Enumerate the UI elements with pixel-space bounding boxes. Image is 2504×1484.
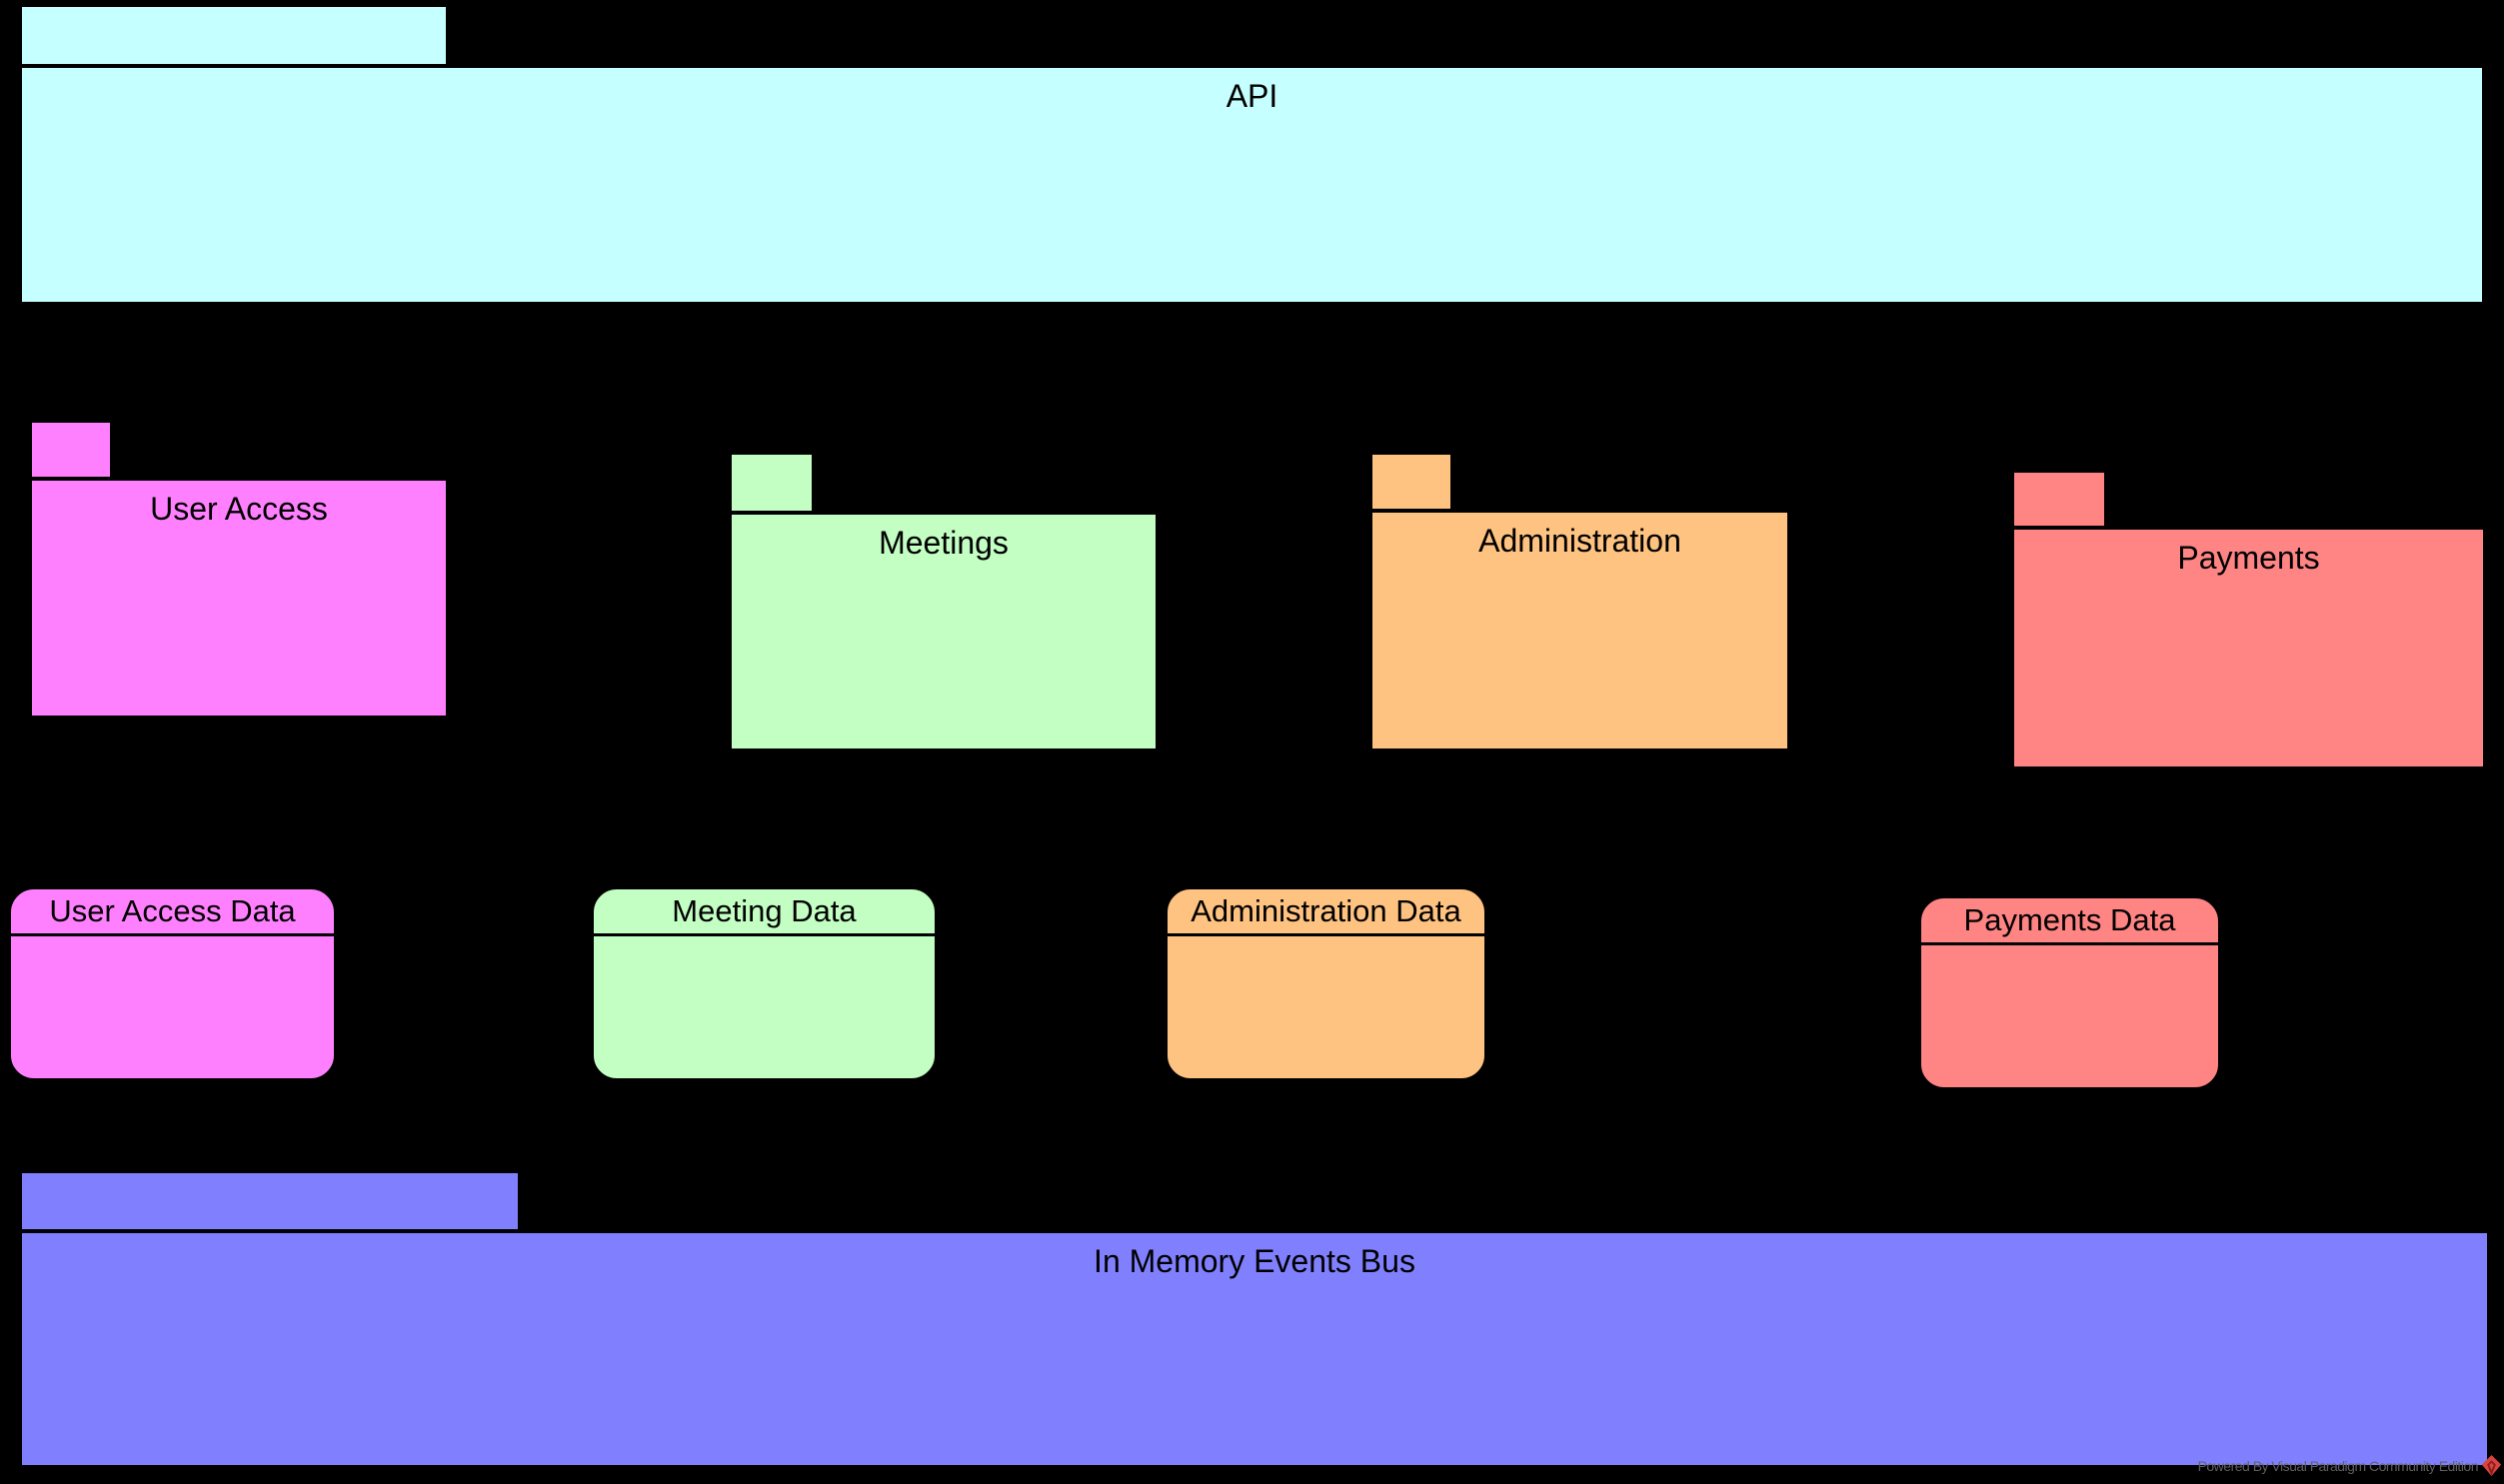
user-access-data-node-label: User Access Data [49, 893, 296, 928]
administration-package-label: Administration [1478, 523, 1681, 559]
meeting-data-node-label: Meeting Data [672, 893, 857, 928]
payments-data-node-label: Payments Data [1963, 902, 2176, 937]
user-access-package-label: User Access [150, 491, 328, 527]
administration-data-node-header: Administration Data [1168, 889, 1484, 936]
api-package-label: API [1226, 78, 1278, 114]
payments-data-node[interactable]: Payments Data [1918, 895, 2221, 1090]
api-package[interactable]: API [22, 68, 2482, 302]
meeting-data-node[interactable]: Meeting Data [591, 886, 938, 1081]
payments-data-node-header: Payments Data [1921, 898, 2218, 945]
meetings-package-tab[interactable] [732, 455, 812, 515]
administration-package-tab[interactable] [1372, 455, 1450, 513]
user-access-package-tab[interactable] [32, 423, 110, 481]
payments-package-tab[interactable] [2014, 473, 2104, 530]
watermark-text: Powered By Visual Paradigm Community Edi… [2197, 1457, 2479, 1474]
meeting-data-node-header: Meeting Data [594, 889, 935, 936]
administration-package[interactable]: Administration [1372, 513, 1787, 748]
user-access-data-node[interactable]: User Access Data [8, 886, 337, 1081]
meetings-package-label: Meetings [879, 525, 1009, 561]
watermark: Powered By Visual Paradigm Community Edi… [2198, 1454, 2502, 1477]
api-package-tab[interactable] [22, 7, 446, 68]
administration-data-node[interactable]: Administration Data [1165, 886, 1487, 1081]
payments-package-label: Payments [2177, 540, 2320, 576]
visual-paradigm-logo-icon [2481, 1455, 2502, 1476]
user-access-data-node-header: User Access Data [11, 889, 334, 936]
meetings-package[interactable]: Meetings [732, 515, 1156, 748]
administration-data-node-label: Administration Data [1191, 893, 1461, 928]
events-bus-package-tab[interactable] [22, 1173, 518, 1233]
events-bus-package[interactable]: In Memory Events Bus [22, 1233, 2487, 1465]
payments-package[interactable]: Payments [2014, 530, 2483, 766]
events-bus-package-label: In Memory Events Bus [1094, 1243, 1415, 1279]
user-access-package[interactable]: User Access [32, 481, 446, 716]
